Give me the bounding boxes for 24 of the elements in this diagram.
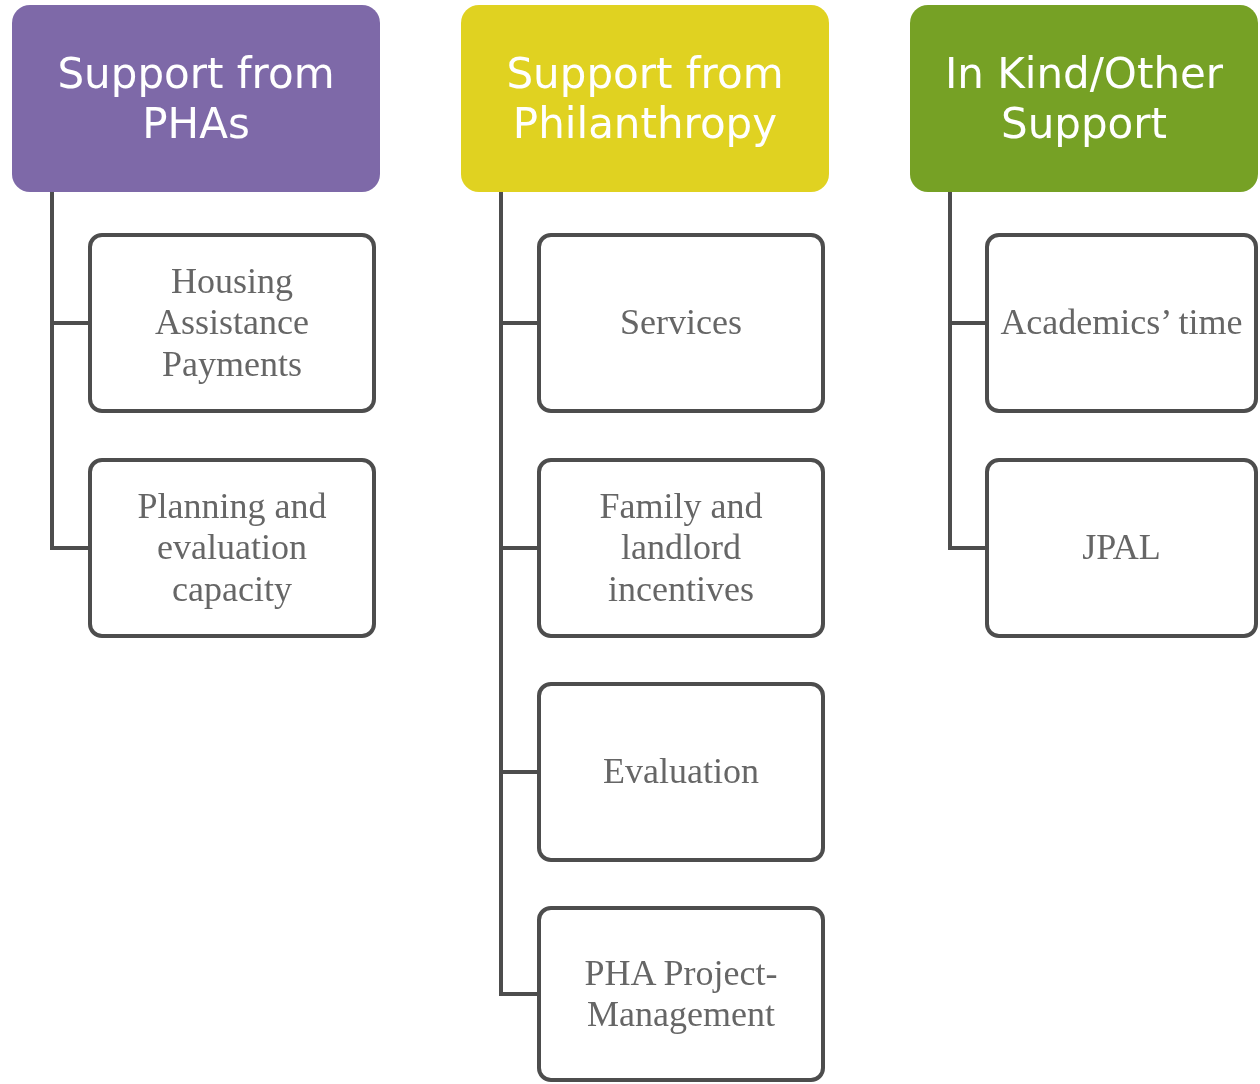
item-text: Housing Assistance Payments <box>154 260 310 386</box>
item-box <box>88 458 376 638</box>
connector-line <box>948 192 985 550</box>
item-text: Academics’ time <box>1000 302 1243 344</box>
item-text: Family and landlord incentives <box>598 485 764 611</box>
item-text: PHA Project-Management <box>583 952 779 1036</box>
item-box <box>537 233 825 413</box>
category-header <box>461 5 829 192</box>
connector-line <box>50 192 88 550</box>
header-text: Support from PHAs <box>56 48 336 149</box>
item-box <box>985 458 1258 638</box>
item-text: Services <box>620 302 742 344</box>
item-text: Planning and evaluation capacity <box>136 485 328 611</box>
item-text: JPAL <box>1082 527 1161 569</box>
category-header <box>910 5 1258 192</box>
header-text: In Kind/Other Support <box>943 48 1225 149</box>
item-box <box>537 458 825 638</box>
item-box <box>537 906 825 1082</box>
item-box <box>985 233 1258 413</box>
item-box <box>88 233 376 413</box>
item-box <box>537 682 825 862</box>
item-text: Evaluation <box>603 751 759 793</box>
header-text: Support from Philanthropy <box>505 48 785 149</box>
category-header <box>12 5 380 192</box>
